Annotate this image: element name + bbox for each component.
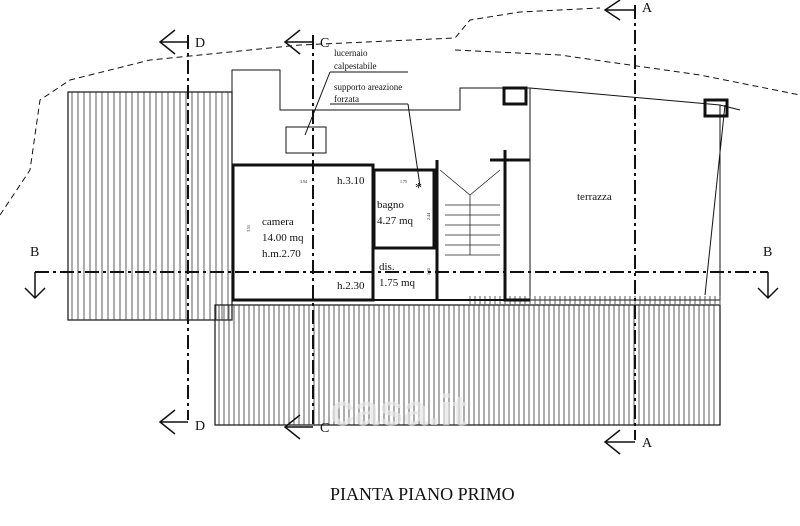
room-dis-area: 1.75 mq: [379, 277, 416, 289]
room-dis-name: dis.: [379, 261, 395, 273]
roof-outline: [231, 69, 741, 160]
wall-bagno: [372, 168, 436, 250]
note-vent-1: supporto areazione: [334, 82, 402, 92]
section-label-a-top: A: [642, 1, 653, 16]
note-vent-2: forzata: [334, 94, 359, 104]
room-camera-height: h.m.2.70: [262, 248, 301, 260]
leader-line: [304, 71, 331, 136]
room-bagno-area: 4.27 mq: [377, 215, 414, 227]
height-top: h.3.10: [337, 175, 365, 187]
room-terrazza-name: terrazza: [577, 191, 612, 203]
note-skylight-1: lucernaio: [334, 48, 368, 58]
height-bottom: h.2.30: [337, 280, 365, 292]
pillar: [703, 98, 729, 118]
dim-bagno-width: 1.75: [400, 179, 407, 184]
note-skylight-2: calpestabile: [334, 61, 376, 71]
room-camera-area: 14.00 mq: [262, 232, 304, 244]
pillar: [502, 86, 528, 106]
dim-bagno-height: 2.44: [426, 213, 431, 220]
section-label-b-left: B: [30, 245, 39, 260]
vent-marker: *: [415, 181, 422, 196]
dim-dis-height: 1.05: [426, 268, 431, 275]
plan-title: PIANTA PIANO PRIMO: [330, 484, 515, 504]
dim-camera-height: 3.55: [246, 225, 251, 232]
section-label-c-bottom: C: [320, 421, 329, 436]
section-arrows: [24, 0, 779, 455]
skylight: [285, 126, 327, 154]
terrace-outline: [529, 88, 721, 301]
section-label-c-top: C: [320, 36, 329, 51]
section-label-d-top: D: [195, 36, 205, 51]
deck-hatching: [67, 91, 721, 426]
room-camera-name: camera: [262, 216, 294, 228]
section-label-b-right: B: [763, 245, 772, 260]
dim-camera-width: 3.94: [300, 179, 307, 184]
section-label-a-bottom: A: [642, 436, 653, 451]
watermark: casa.it: [330, 386, 467, 435]
section-label-d-bottom: D: [195, 419, 205, 434]
terrain-outline-2: [454, 49, 800, 96]
stairs: [439, 169, 501, 256]
room-bagno-name: bagno: [377, 199, 404, 211]
